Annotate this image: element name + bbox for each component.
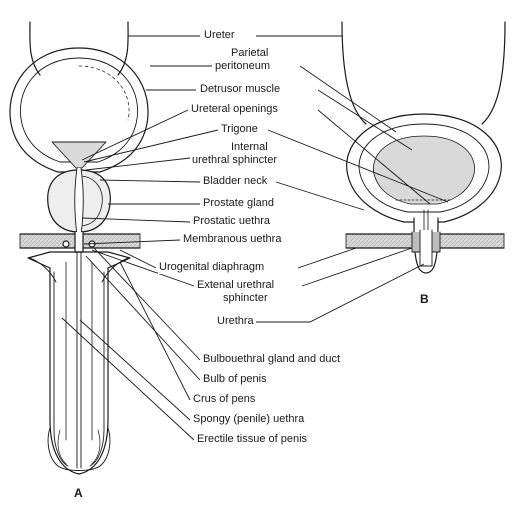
label-internal-sphincter-2: urethral sphincter [191,154,278,167]
corpus-right-a [89,271,105,467]
leader-ureteral-a [81,109,189,161]
leader-neck-a [99,179,201,183]
leader-spongy [79,319,191,421]
peritoneum-left-b [341,21,367,125]
trigone-a [51,141,107,169]
label-ureteral-openings: Ureteral openings [190,103,279,116]
label-parietal-peritoneum-2: peritoneum [214,60,272,73]
label-internal-sphincter-1: Internal [230,141,269,154]
leader-prostatic-urethra [81,217,191,223]
label-erectile-tissue: Erectile tissue of penis [196,433,309,446]
leader-urethra-b [256,263,425,323]
leader-bulb [85,255,201,381]
corpus-left-a [53,271,69,467]
label-detrusor-muscle: Detrusor muscle [199,83,282,96]
label-urethra: Urethra [216,315,255,328]
leader-ext-a [91,249,195,287]
leader-ug-a [119,249,157,269]
figure-label-a: A [74,486,83,500]
spongy-urethra-a [76,251,82,469]
label-parietal-peritoneum-1: Parietal [230,47,270,60]
leader-membranous [83,239,181,245]
bulbourethral-gland-left-a [62,240,70,248]
leader-crus [119,261,191,401]
label-trigone: Trigone [220,123,259,136]
prostate-inner-a [78,175,103,227]
glans-ridge-left-a [57,429,67,465]
leader-bulbo [93,247,201,361]
detrusor-dashes-a [78,65,130,121]
penis-body-a [27,251,131,475]
label-spongy-urethra: Spongy (penile) uethra [192,413,306,426]
leader-erectile [61,317,195,441]
leader-internal-a [85,157,191,171]
glans-a [47,427,111,471]
peritoneum-right-b [481,21,506,125]
label-crus-of-penis: Crus of pens [192,393,257,406]
leader-ureteral-b [317,109,431,205]
figure-label-b: B [420,292,429,306]
label-membranous-urethra: Membranous uethra [182,233,283,246]
leader-ug-b [297,247,357,269]
label-bladder-neck: Bladder neck [202,175,269,188]
glans-ridge-right-a [91,429,101,465]
bladder-lumen-b [373,135,475,205]
leader-detrusor-b [317,89,413,151]
leader-ext-b [301,247,413,287]
label-ureter: Ureter [203,29,236,42]
leader-trigone-a [83,129,219,163]
urethra-through-diaphragm-b [419,229,433,267]
leader-neck-b [275,181,365,211]
label-bulbourethral: Bulbouethral gland and duct [202,353,341,366]
label-prostate-gland: Prostate gland [202,197,275,210]
leader-trigone-b [267,129,449,203]
crus-left-a [29,257,57,283]
membranous-urethra-a [74,231,84,253]
leader-lines [61,35,449,441]
label-urogenital-diaphragm: Urogenital diaphragm [158,261,266,274]
label-prostatic-urethra: Prostatic uethra [192,215,272,228]
ureter-right-a [117,21,129,76]
figure-b-drawing [341,21,506,274]
prostatic-urethra-a [74,167,84,237]
figure-a-drawing [9,21,149,475]
label-bulb-of-penis: Bulb of penis [202,373,268,386]
label-external-sphincter-2: sphincter [222,292,269,305]
ureter-left-a [29,21,41,76]
label-external-sphincter-1: Extenal urethral [196,279,276,292]
leader-peritoneum-b [299,65,397,133]
